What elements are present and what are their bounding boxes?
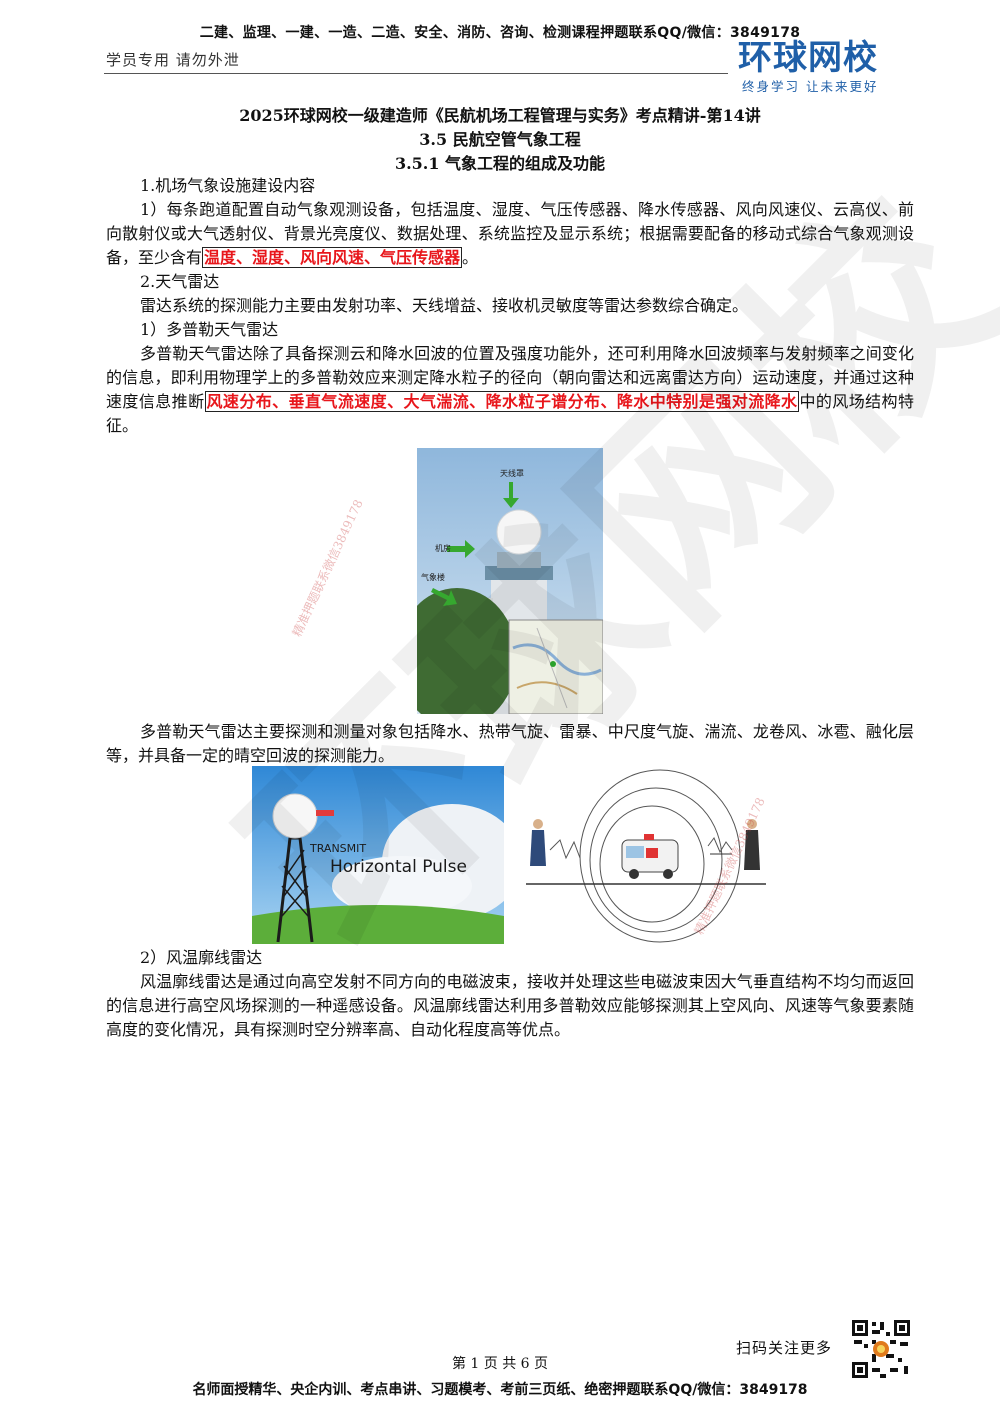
top-banner: 二建、监理、一建、一造、二造、安全、消防、咨询、检测课程押题联系QQ/微信：38… [199,25,801,41]
paragraph-doppler-targets: 多普勒天气雷达主要探测和测量对象包括降水、热带气旋、雷暴、中尺度气旋、湍流、龙卷… [106,722,914,765]
watermark-stamp: 精准押题联系微信3849178 [289,497,366,639]
heading-weather-radar: 2.天气雷达 [140,272,220,291]
student-note: 学员专用 请勿外泄 [106,51,240,69]
paragraph-radar-capability: 雷达系统的探测能力主要由发射功率、天线增益、接收机灵敏度等雷达参数综合确定。 [140,296,749,315]
highlight-wind-field: 风速分布、垂直气流速度、大气湍流、降水粒子谱分布、降水中特别是强对流降水 [204,391,800,412]
scan-prompt: 扫码关注更多 [736,1339,833,1357]
label-machine-room: 机房 [435,543,451,553]
doppler-effect-diagram [520,766,770,944]
transmit-label: TRANSMIT [309,842,366,855]
paragraph-end: 中的风场结构特征。 [106,392,914,435]
paragraph-end: 。 [462,248,479,267]
label-weather-building: 气象楼 [421,572,445,582]
qr-code[interactable] [850,1318,912,1380]
horizontal-pulse-label: Horizontal Pulse [330,857,467,877]
section-title: 3.5 民航空管气象工程 [419,130,581,149]
label-radome: 天线罩 [500,468,524,478]
paragraph-wind-profiler: 风温廓线雷达是通过向高空发射不同方向的电磁波束，接收并处理这些电磁波束因大气垂直… [106,972,914,1039]
radar-tower-photo: 天线罩 机房 气象楼 [417,448,603,714]
paragraph-doppler-principle: 多普勒天气雷达除了具备探测云和降水回波的位置及强度功能外，还可利用降水回波频率与… [106,342,914,438]
subsection-title: 3.5.1 气象工程的组成及功能 [394,154,606,173]
heading-doppler-radar: 1）多普勒天气雷达 [140,320,279,339]
paragraph-auto-observation: 1）每条跑道配置自动气象观测设备，包括温度、湿度、气压传感器、降水传感器、风向风… [106,198,914,270]
logo-slogan: 终身学习 让未来更好 [742,79,879,94]
heading-facility-content: 1.机场气象设施建设内容 [140,176,316,195]
logo: 环球网校 终身学习 让未来更好 [738,40,918,100]
document-title: 2025环球网校一级建造师《民航机场工程管理与实务》考点精讲-第14讲 [239,106,761,125]
header-divider [104,73,728,74]
paragraph-text: 多普勒天气雷达除了具备探测云和降水回波的位置及强度功能外，还可利用降水回波频率与… [106,344,914,411]
bottom-banner: 名师面授精华、央企内训、考点串讲、习题模考、考前三页纸、绝密押题联系QQ/微信：… [192,1382,808,1398]
paragraph-text: 1）每条跑道配置自动气象观测设备，包括温度、湿度、气压传感器、降水传感器、风向风… [106,200,914,267]
heading-wind-profiler: 2）风温廓线雷达 [140,948,263,967]
highlight-sensors: 温度、湿度、风向风速、气压传感器 [202,247,463,268]
logo-main-text: 环球网校 [738,38,878,78]
page-number: 第 1 页 共 6 页 [451,1356,549,1372]
transmit-pulse-illustration: TRANSMIT Horizontal Pulse [252,766,504,944]
